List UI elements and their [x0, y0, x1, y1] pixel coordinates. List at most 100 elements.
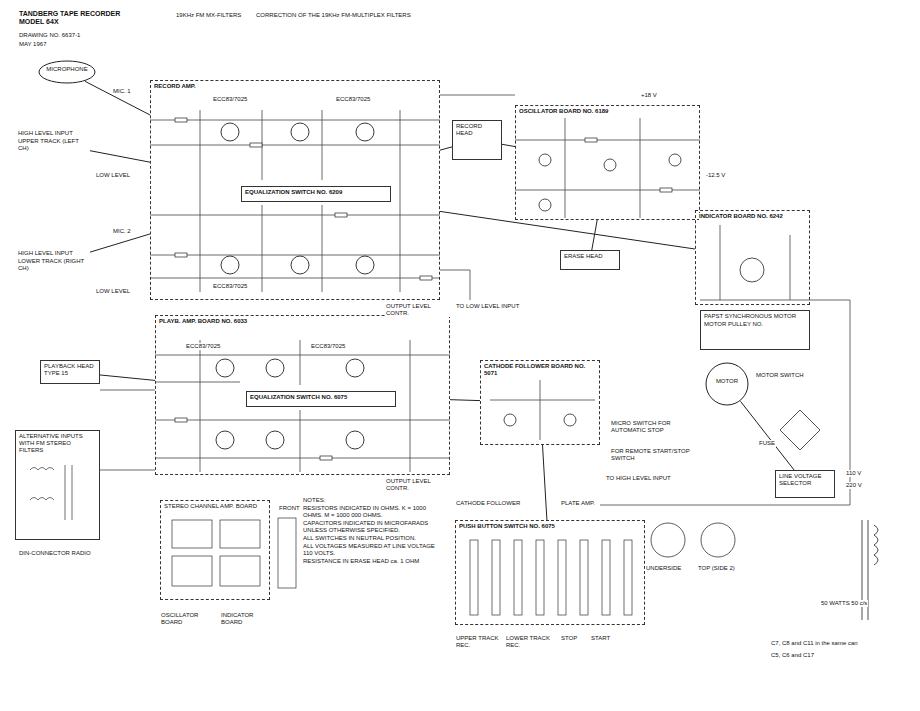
node-label: ALL VOLTAGES MEASURED AT LINE VOLTAGE 11…	[303, 543, 442, 557]
board-outline	[278, 518, 296, 588]
switch-contact	[514, 540, 522, 615]
schematic-label: START	[590, 635, 611, 642]
wire	[400, 110, 401, 292]
resistor-symbol	[175, 118, 672, 460]
wire	[600, 505, 850, 506]
round-component: MICROPHONE	[38, 60, 96, 84]
node-label: RESISTANCE IN ERASE HEAD ca. 1 OHM	[303, 558, 419, 565]
node-label: EQUALIZATION SWITCH NO. 6209	[245, 189, 342, 196]
switch-contact	[470, 540, 478, 615]
wire	[150, 278, 440, 279]
outline-shape	[39, 61, 95, 83]
schematic-label: DIN-CONNECTOR RADIO	[18, 550, 92, 557]
wire	[640, 118, 641, 218]
wire	[200, 110, 201, 292]
schematic-label: TOP (SIDE 2)	[697, 565, 736, 572]
resistor-symbol	[420, 276, 432, 280]
switch-contact	[624, 540, 632, 615]
schematic-label: ECC83/7025	[185, 343, 221, 350]
schematic-label: MIC. 1	[112, 88, 132, 95]
wire	[100, 470, 155, 471]
transistor	[539, 154, 551, 166]
component-box: ALTERNATIVE INPUTS WITH FM STEREO FILTER…	[15, 430, 100, 540]
board-outline	[172, 520, 212, 548]
resistor-symbol	[175, 253, 187, 257]
signal-wire	[450, 399, 480, 401]
schematic-label: OUTPUT LEVEL CONTR.	[385, 478, 452, 492]
signal-wire	[100, 375, 155, 380]
node-label: CATHODE FOLLOWER BOARD NO. 5071	[484, 363, 596, 377]
circuit-board: PLAYB. AMP. BOARD NO. 6033EQUALIZATION S…	[155, 315, 450, 475]
switch-contact	[602, 540, 610, 615]
schematic-label: CORRECTION OF THE 19KHz FM-MULTIPLEX FIL…	[255, 12, 412, 19]
switch-contact	[470, 540, 632, 615]
switch-contact	[492, 540, 500, 615]
resistor-symbol	[585, 138, 597, 142]
schematic-label: FRONT	[278, 505, 301, 512]
node-label: ALTERNATIVE INPUTS WITH FM STEREO FILTER…	[19, 433, 96, 454]
node-label: HIGH LEVEL INPUT	[18, 250, 73, 257]
node-label: LOWER TRACK (RIGHT CH)	[18, 258, 87, 272]
signal-wire	[85, 81, 150, 115]
drawing-title: TANDBERG TAPE RECORDER MODEL 64X	[18, 10, 140, 26]
component-box: EQUALIZATION SWITCH NO. 6209	[241, 186, 391, 202]
wire	[515, 140, 700, 141]
wire	[700, 300, 850, 301]
node-label: OSCILLATOR BOARD NO. 6189	[519, 108, 608, 115]
board-outline	[220, 520, 260, 548]
node-label: MOTOR PULLEY NO.	[704, 321, 763, 328]
vacuum-tube	[216, 359, 234, 377]
component-box: HIGH LEVEL INPUTLOWER TRACK (RIGHT CH)	[15, 248, 90, 279]
level-meter	[740, 258, 764, 282]
vacuum-tube	[346, 431, 364, 449]
schematic-label: FOR REMOTE START/STOP SWITCH	[610, 448, 702, 462]
schematic-label: ECC83/7025	[212, 283, 248, 290]
node-label: RESISTORS INDICATED IN OHMS. K = 1000 OH…	[303, 505, 442, 519]
vacuum-tube	[356, 123, 374, 141]
node-label: RECORD HEAD	[456, 123, 498, 137]
node-label: INDICATOR BOARD NO. 6242	[699, 213, 783, 220]
schematic-label: OUTPUT LEVEL CONTR.	[385, 303, 452, 317]
schematic-label: ECC83/7025	[212, 96, 248, 103]
signal-wire	[440, 211, 695, 249]
vacuum-tube	[216, 431, 234, 449]
bridge-rectifier	[780, 410, 820, 450]
circuit-board: OSCILLATOR BOARD NO. 6189	[515, 105, 700, 220]
filter-coil	[30, 498, 54, 501]
wire	[410, 340, 411, 472]
circuit-board: CATHODE FOLLOWER BOARD NO. 5071	[480, 360, 600, 445]
wire	[322, 205, 323, 292]
wire	[100, 95, 850, 505]
signal-wire	[90, 151, 150, 163]
node-label: MICROPHONE	[46, 66, 87, 73]
wire	[790, 235, 791, 300]
signal-wire	[90, 234, 150, 252]
transistor	[539, 199, 551, 211]
wire	[155, 458, 450, 459]
level-meter	[740, 258, 764, 282]
wire	[150, 255, 440, 256]
component-box: EQUALIZATION SWITCH NO. 6075	[246, 391, 396, 407]
resistor-symbol	[660, 188, 672, 192]
schematic-label: ECC83/7025	[335, 96, 371, 103]
schematic-label: TO LOW LEVEL INPUT	[455, 303, 520, 310]
transistor	[504, 154, 681, 426]
filter-coil	[72, 465, 73, 520]
component-box: PLAYBACK HEAD TYPE 15	[40, 360, 100, 384]
filter-coil	[65, 465, 66, 520]
signal-wire	[741, 401, 795, 470]
wire	[300, 410, 301, 472]
wire	[565, 118, 566, 218]
wire	[150, 120, 440, 121]
wire	[150, 145, 440, 146]
schematic-label: UPPER TRACK REC.	[455, 635, 502, 649]
outline-shape	[706, 363, 748, 405]
node-label: PLAYB. AMP. BOARD NO. 6033	[159, 318, 247, 325]
schematic-label: CATHODE FOLLOWER	[455, 500, 521, 507]
schematic-label: +18 V	[640, 92, 658, 99]
schematic-label: MOTOR SWITCH	[755, 372, 805, 379]
node-label: PUSH BUTTON SWITCH NO. 6075	[459, 523, 555, 530]
node-label: LINE VOLTAGE SELECTOR	[779, 473, 831, 487]
